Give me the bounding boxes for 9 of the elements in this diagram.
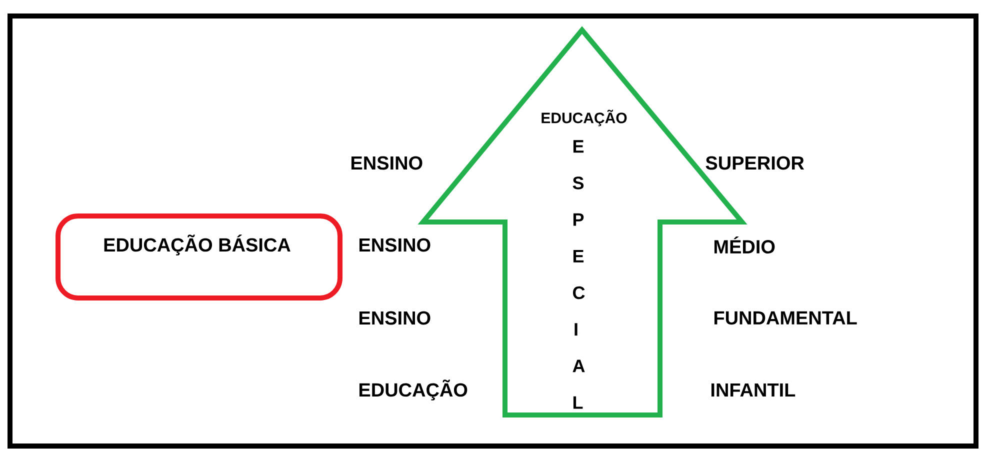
label-text: ENSINO <box>351 156 422 170</box>
label-text: INFANTIL <box>711 383 796 397</box>
rounded-box: EDUCAÇÃO BÁSICA <box>56 214 342 300</box>
label-text: ENSINO <box>359 311 430 325</box>
label-text: SUPERIOR <box>706 156 804 170</box>
label-text: FUNDAMENTAL <box>714 311 857 325</box>
label-text: EDUCAÇÃO <box>359 380 468 400</box>
label-text: ENSINO <box>359 238 430 252</box>
label-text: MÉDIO <box>714 236 775 254</box>
